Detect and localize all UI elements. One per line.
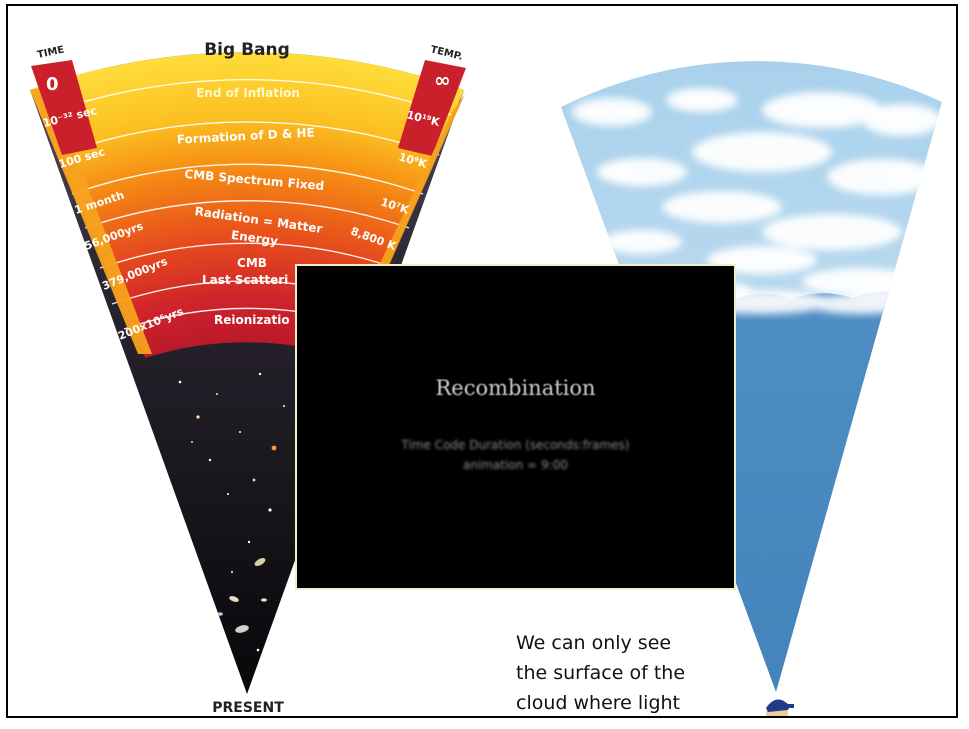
era-name-line2: Last Scatteri xyxy=(202,273,288,287)
temp-start-value: ∞ xyxy=(434,68,451,92)
observer-figure xyxy=(766,699,794,716)
temp-header: TEMP. xyxy=(429,44,464,63)
caption-text: We can only see the surface of the cloud… xyxy=(516,628,746,716)
caption-line: cloud where light xyxy=(516,692,680,714)
video-duration-text: animation = 9:00 xyxy=(463,458,568,472)
video-title: Recombination xyxy=(435,376,596,400)
present-label: PRESENT xyxy=(212,700,284,716)
era-name: End of Inflation xyxy=(196,86,300,100)
era-name: Reionizatio xyxy=(214,313,290,327)
video-timecode-text: Time Code Duration (seconds:frames) xyxy=(401,438,630,452)
slide: Big Bang TIME TEMP. 0 ∞ End of Inflation… xyxy=(6,4,958,718)
time-start-value: 0 xyxy=(46,74,59,95)
time-header: TIME xyxy=(36,44,65,60)
era-name-line2: Energy xyxy=(230,228,279,248)
big-bang-label: Big Bang xyxy=(204,40,290,60)
caption-line: We can only see xyxy=(516,632,672,654)
recombination-video-player[interactable]: Recombination Time Code Duration (second… xyxy=(295,264,736,590)
era-name: CMB xyxy=(237,256,267,270)
caption-line: the surface of the xyxy=(516,662,686,684)
galaxy-field xyxy=(178,372,285,652)
